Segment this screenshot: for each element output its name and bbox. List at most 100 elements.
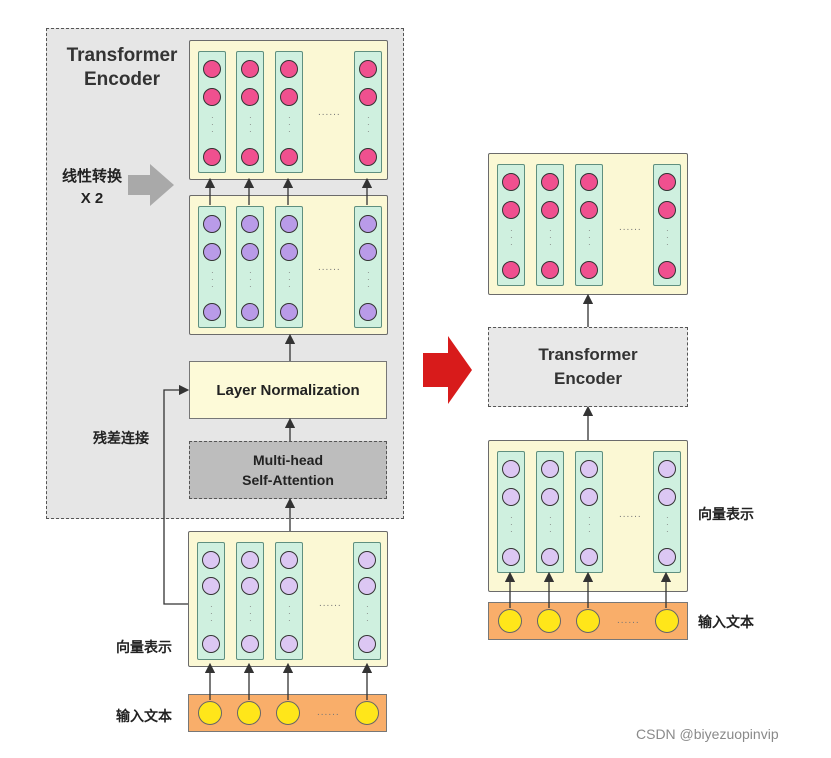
pink-node: [658, 201, 676, 219]
vertical-ellipsis: ···: [288, 113, 291, 136]
vector-representation-label-left: 向量表示: [116, 639, 172, 655]
linear-transform-text: 线性转换: [62, 168, 123, 185]
input-embedding-panel-right: ··· ··· ··· ...... ···: [488, 440, 688, 592]
vertical-ellipsis: ···: [288, 602, 291, 625]
lavender-node: [358, 577, 376, 595]
pink-node: [658, 173, 676, 191]
vertical-ellipsis: ···: [211, 268, 214, 291]
pink-node: [359, 60, 377, 78]
mha-label-line2: Self-Attention: [242, 472, 334, 488]
input-text-bar-left: ......: [188, 694, 387, 732]
linear-output-panel-top: ··· ··· ··· ...... ···: [189, 40, 388, 180]
pink-node: [241, 88, 259, 106]
token-node: [237, 701, 261, 725]
lavender-node: [580, 460, 598, 478]
encoder-title-line1: Transformer: [66, 45, 178, 66]
vector-column: ···: [354, 51, 382, 173]
encoder-output-panel-right: ··· ··· ··· ...... ···: [488, 153, 688, 295]
encoder-title: Transformer Encoder: [52, 44, 192, 92]
pink-node: [280, 88, 298, 106]
lavender-node: [658, 488, 676, 506]
vector-column: ···: [653, 164, 681, 286]
vector-column: ···: [236, 51, 264, 173]
vector-column: ···: [575, 451, 603, 573]
vector-column: ···: [236, 542, 264, 660]
input-text-label-right: 输入文本: [698, 614, 754, 630]
horizontal-ellipsis: ......: [619, 222, 642, 233]
vector-column: ···: [497, 451, 525, 573]
violet-node: [359, 243, 377, 261]
violet-node: [203, 243, 221, 261]
lavender-node: [502, 488, 520, 506]
vertical-ellipsis: ···: [510, 226, 513, 249]
token-node: [198, 701, 222, 725]
input-text-label-left: 输入文本: [116, 708, 172, 724]
pink-node: [280, 148, 298, 166]
vector-column: ···: [198, 51, 226, 173]
vertical-ellipsis: ···: [211, 113, 214, 136]
lavender-node: [358, 551, 376, 569]
token-node: [355, 701, 379, 725]
vector-column: ···: [354, 206, 382, 328]
encoder-block-label-line1: Transformer: [538, 345, 638, 364]
linear-output-panel-middle: ··· ··· ··· ...... ···: [189, 195, 388, 335]
token-node: [576, 609, 600, 633]
vertical-ellipsis: ···: [249, 602, 252, 625]
encoder-block-label-line2: Encoder: [553, 369, 623, 388]
linear-transform-label: 线性转换 X 2: [62, 166, 122, 210]
lavender-node: [580, 548, 598, 566]
red-arrow-icon: [423, 336, 472, 404]
violet-node: [359, 303, 377, 321]
vector-column: ···: [275, 51, 303, 173]
lavender-node: [658, 460, 676, 478]
token-node: [655, 609, 679, 633]
vertical-ellipsis: ···: [666, 226, 669, 249]
vertical-ellipsis: ···: [666, 513, 669, 536]
residual-connection-label: 残差连接: [93, 430, 149, 446]
vector-column: ···: [353, 542, 381, 660]
pink-node: [502, 173, 520, 191]
pink-node: [541, 201, 559, 219]
multi-head-self-attention-box: Multi-head Self-Attention: [189, 441, 387, 499]
vector-column: ···: [497, 164, 525, 286]
lavender-node: [280, 577, 298, 595]
vector-column: ···: [536, 451, 564, 573]
layer-normalization-box: Layer Normalization: [189, 361, 387, 419]
pink-node: [580, 173, 598, 191]
pink-node: [502, 261, 520, 279]
token-node: [537, 609, 561, 633]
lavender-node: [202, 577, 220, 595]
horizontal-ellipsis: ......: [319, 598, 342, 609]
pink-node: [203, 88, 221, 106]
lavender-node: [541, 460, 559, 478]
pink-node: [359, 148, 377, 166]
layer-normalization-label: Layer Normalization: [216, 381, 360, 399]
input-embedding-panel-left: ··· ··· ··· ...... ···: [188, 531, 388, 667]
horizontal-ellipsis: ......: [318, 262, 341, 273]
horizontal-ellipsis: ......: [317, 707, 340, 718]
token-node: [498, 609, 522, 633]
vector-column: ···: [275, 206, 303, 328]
vertical-ellipsis: ···: [588, 513, 591, 536]
input-text-bar-right: ......: [488, 602, 688, 640]
violet-node: [359, 215, 377, 233]
pink-node: [359, 88, 377, 106]
vertical-ellipsis: ···: [249, 113, 252, 136]
horizontal-ellipsis: ......: [617, 615, 640, 626]
horizontal-ellipsis: ......: [619, 509, 642, 520]
pink-node: [658, 261, 676, 279]
lavender-node: [580, 488, 598, 506]
left-token-arrows: [204, 662, 373, 700]
vertical-ellipsis: ···: [366, 602, 369, 625]
pink-node: [502, 201, 520, 219]
lavender-node: [241, 577, 259, 595]
encoder-title-line2: Encoder: [83, 69, 161, 90]
token-node: [276, 701, 300, 725]
residual-connection-arrow: [163, 384, 190, 605]
vector-column: ···: [197, 542, 225, 660]
lavender-node: [202, 551, 220, 569]
lavender-node: [502, 460, 520, 478]
gray-arrow-icon: [128, 164, 174, 206]
violet-node: [241, 303, 259, 321]
violet-node: [280, 215, 298, 233]
